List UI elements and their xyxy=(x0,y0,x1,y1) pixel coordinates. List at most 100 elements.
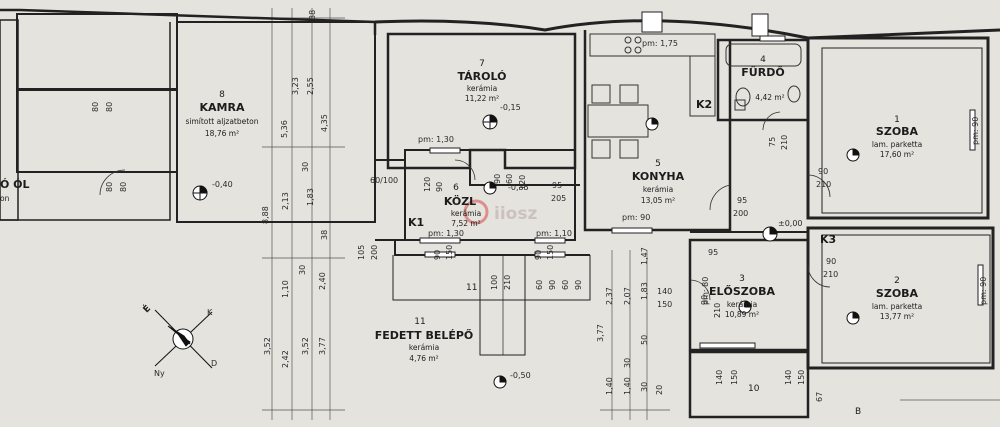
svg-text:ELŐSZOBA: ELŐSZOBA xyxy=(709,284,776,298)
room-shed-label: Ó ÓL on xyxy=(0,178,30,203)
svg-text:kerámia: kerámia xyxy=(467,84,497,93)
level-eloszoba: ±0,00 xyxy=(778,219,803,228)
svg-text:95: 95 xyxy=(552,181,562,190)
svg-text:5: 5 xyxy=(655,159,661,169)
room-7-label: 7 TÁROLÓ kerámia 11,22 m² xyxy=(458,59,507,103)
svg-text:18,76 m²: 18,76 m² xyxy=(205,129,239,138)
svg-text:90: 90 xyxy=(818,167,828,176)
pm-eloszoba: pm: 80 xyxy=(701,277,710,305)
bath-fixtures xyxy=(725,43,802,111)
svg-text:95: 95 xyxy=(737,196,747,205)
dimension-lines xyxy=(262,8,1000,420)
svg-text:11,22 m²: 11,22 m² xyxy=(465,94,499,103)
svg-text:210: 210 xyxy=(713,303,722,318)
compass-label-ny: Ny xyxy=(154,369,165,378)
svg-text:7: 7 xyxy=(479,59,485,69)
svg-text:KONYHA: KONYHA xyxy=(632,170,685,183)
room-10-label: 10 xyxy=(748,384,760,394)
svg-text:150: 150 xyxy=(797,370,806,385)
svg-text:2,40: 2,40 xyxy=(318,272,327,290)
svg-text:90: 90 xyxy=(700,295,709,305)
room-3-label: 3 ELŐSZOBA kerámia 10,89 m² xyxy=(709,274,776,319)
svg-text:60: 60 xyxy=(561,280,570,290)
svg-text:1,83: 1,83 xyxy=(640,282,649,300)
svg-text:SZOBA: SZOBA xyxy=(876,125,919,138)
room-2-label: 2 SZOBA lam. parketta 13,77 m² xyxy=(872,276,922,321)
svg-text:60/100: 60/100 xyxy=(370,176,398,185)
compass-label-d: D xyxy=(211,359,217,368)
svg-text:90: 90 xyxy=(435,182,444,192)
room-11-label: 11 FEDETT BELÉPŐ kerámia 4,76 m² xyxy=(375,317,474,363)
svg-text:150: 150 xyxy=(657,300,672,309)
svg-text:KÖZL: KÖZL xyxy=(444,194,476,208)
svg-text:3,77: 3,77 xyxy=(596,324,605,342)
door-swings xyxy=(99,111,831,301)
opening-dimensions: 80 80 80 80 60/100 120 90 90 60 120 95 2… xyxy=(91,102,838,402)
svg-text:120: 120 xyxy=(518,175,527,190)
svg-text:67: 67 xyxy=(815,392,824,402)
svg-text:30: 30 xyxy=(623,358,632,368)
room-11b-label: 11 xyxy=(466,283,477,293)
svg-text:13,05 m²: 13,05 m² xyxy=(641,196,675,205)
svg-text:30: 30 xyxy=(640,382,649,392)
room-6-label: 6 KÖZL kerámia 7,52 m² xyxy=(444,183,481,228)
svg-text:5,36: 5,36 xyxy=(280,120,289,138)
svg-text:60: 60 xyxy=(535,280,544,290)
level-kozl: -0,35 xyxy=(508,183,529,192)
svg-text:200: 200 xyxy=(370,245,379,260)
svg-text:140: 140 xyxy=(657,287,672,296)
svg-text:30: 30 xyxy=(298,265,307,275)
windows xyxy=(419,11,984,349)
svg-text:30: 30 xyxy=(301,162,310,172)
svg-text:8,88: 8,88 xyxy=(261,206,270,224)
svg-text:simított aljzatbeton: simított aljzatbeton xyxy=(185,117,258,126)
svg-text:120: 120 xyxy=(423,177,432,192)
svg-text:80: 80 xyxy=(105,102,114,112)
svg-text:2: 2 xyxy=(894,276,900,286)
svg-text:140: 140 xyxy=(715,370,724,385)
svg-text:38: 38 xyxy=(320,230,329,240)
svg-text:210: 210 xyxy=(823,270,838,279)
svg-text:10,89 m²: 10,89 m² xyxy=(725,310,759,319)
room-4-label: 4 FÜRDŐ 4,42 m² xyxy=(741,55,784,102)
level-tarolo: -0,15 xyxy=(500,103,521,112)
marker-k2: K2 xyxy=(696,98,712,111)
svg-text:1,83: 1,83 xyxy=(306,188,315,206)
svg-text:90: 90 xyxy=(534,250,543,260)
svg-text:3,52: 3,52 xyxy=(263,337,272,355)
room-8-label: 8 KAMRA simított aljzatbeton 18,76 m² xyxy=(185,90,258,138)
pm-kozl-bottom: pm: 1,30 xyxy=(428,229,464,238)
pm-szoba1: pm: 90 xyxy=(971,117,980,145)
svg-text:210: 210 xyxy=(503,275,512,290)
walls xyxy=(0,8,1000,419)
svg-text:kerámia: kerámia xyxy=(409,343,439,352)
svg-text:38: 38 xyxy=(308,10,317,20)
svg-text:210: 210 xyxy=(816,180,831,189)
svg-text:200: 200 xyxy=(733,209,748,218)
svg-text:95: 95 xyxy=(708,248,718,257)
svg-text:100: 100 xyxy=(490,275,499,290)
watermark-logo xyxy=(463,199,489,225)
svg-text:3: 3 xyxy=(739,274,745,284)
pm-furdo: pm: 1,75 xyxy=(642,39,678,48)
svg-text:11: 11 xyxy=(414,317,425,327)
svg-text:80: 80 xyxy=(119,182,128,192)
pm-kozl-top: pm: 1,30 xyxy=(418,135,454,144)
svg-text:Ó ÓL: Ó ÓL xyxy=(0,178,30,191)
svg-text:3,23: 3,23 xyxy=(291,77,300,95)
svg-text:2,07: 2,07 xyxy=(623,287,632,305)
svg-text:140: 140 xyxy=(784,370,793,385)
svg-text:150: 150 xyxy=(445,245,454,260)
svg-text:150: 150 xyxy=(730,370,739,385)
svg-text:FEDETT BELÉPŐ: FEDETT BELÉPŐ xyxy=(375,328,474,342)
svg-text:8: 8 xyxy=(219,90,225,100)
svg-text:90: 90 xyxy=(574,280,583,290)
svg-text:75: 75 xyxy=(768,137,777,147)
svg-text:kerámia: kerámia xyxy=(643,185,673,194)
svg-text:KAMRA: KAMRA xyxy=(200,101,245,114)
pm-szoba2: pm: 90 xyxy=(979,277,988,305)
vertical-dimensions: 38 5,36 3,23 2,55 4,35 8,88 2,13 1,83 30… xyxy=(261,10,664,395)
svg-text:4,76 m²: 4,76 m² xyxy=(409,354,438,363)
marker-b: B xyxy=(855,407,861,417)
